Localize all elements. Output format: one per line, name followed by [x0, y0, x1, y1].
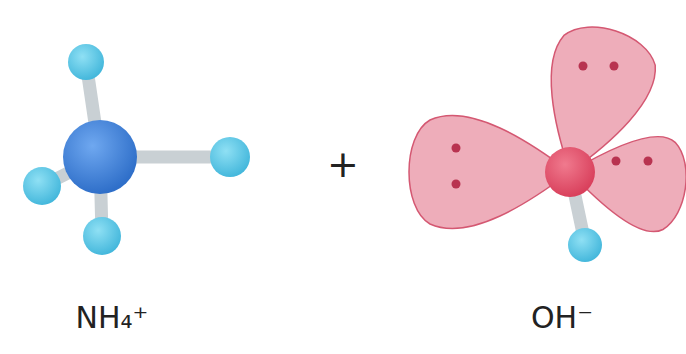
ammonium-model — [23, 44, 250, 255]
formula-label: OH⁻ — [531, 303, 593, 333]
plus-sign: + — [327, 145, 359, 183]
formula-label: NH₄⁺ — [76, 303, 149, 333]
hydroxide-model — [409, 15, 686, 262]
